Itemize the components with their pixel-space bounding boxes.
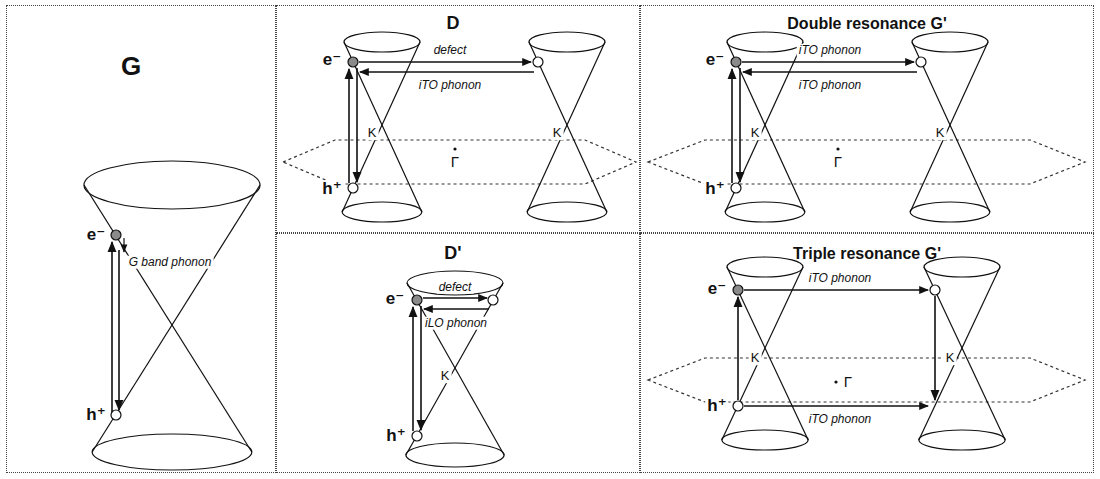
gamma-point-label: Γ xyxy=(449,154,461,170)
process-label: defect xyxy=(437,281,474,294)
gamma-point-label: Γ xyxy=(842,374,854,390)
k-point-label: K xyxy=(366,126,379,140)
brillouin-plane xyxy=(648,358,1085,402)
panel-title: D' xyxy=(444,244,461,264)
transition-arrow xyxy=(359,61,531,62)
electron-dot xyxy=(412,295,422,305)
carrier-label: h⁺ xyxy=(320,180,343,198)
transition-arrow xyxy=(742,61,914,62)
hole-dot xyxy=(488,295,498,305)
transition-arrow xyxy=(360,71,534,72)
dirac-cone xyxy=(84,161,260,470)
diagram-panel: D xyxy=(276,5,640,233)
process-label: iTO phonon xyxy=(807,272,874,285)
process-label: defect xyxy=(432,44,469,57)
k-point-label: K xyxy=(749,351,762,365)
hole-dot xyxy=(533,57,543,67)
hole-dot xyxy=(412,431,422,441)
transition-arrow xyxy=(737,297,739,400)
k-point-label: K xyxy=(551,126,564,140)
carrier-label: h⁺ xyxy=(84,406,107,424)
transition-arrow xyxy=(423,297,487,298)
k-point-label: K xyxy=(439,369,452,383)
transition-arrow xyxy=(348,69,350,183)
transition-arrow xyxy=(743,71,917,72)
process-label: iTO phonon xyxy=(797,44,864,57)
transition-arrow xyxy=(744,289,928,290)
gamma-point xyxy=(453,147,456,150)
panel-title: Triple resonance G' xyxy=(793,245,941,263)
panel-title: D xyxy=(447,14,460,34)
dirac-cone xyxy=(910,32,990,222)
carrier-label: h⁺ xyxy=(703,180,726,198)
brillouin-plane xyxy=(283,140,636,184)
electron-dot xyxy=(733,285,743,295)
diagram-panel: D' xyxy=(276,233,640,473)
process-label: iTO phonon xyxy=(807,413,874,426)
carrier-label: h⁺ xyxy=(705,397,728,415)
dirac-cone xyxy=(725,32,805,222)
panel-title: Double resonance G' xyxy=(787,15,946,33)
transition-arrow xyxy=(934,296,936,400)
k-point-label: K xyxy=(934,126,947,140)
dirac-cone xyxy=(527,32,607,222)
hole-dot xyxy=(930,285,940,295)
dirac-cone xyxy=(919,257,1005,450)
brillouin-plane xyxy=(648,140,1085,184)
diagram-panel: Double resonance G' xyxy=(640,5,1094,233)
process-label: iTO phonon xyxy=(417,79,484,92)
carrier-label: h⁺ xyxy=(384,427,407,445)
transition-arrow xyxy=(118,250,120,410)
process-label: G band phonon xyxy=(127,256,214,269)
hole-dot xyxy=(733,401,743,411)
panel-title: G xyxy=(121,52,141,81)
dirac-cone xyxy=(722,257,808,450)
hole-dot xyxy=(348,183,358,193)
hole-dot xyxy=(731,183,741,193)
transition-arrow xyxy=(123,238,124,252)
transition-arrow xyxy=(420,306,422,430)
gamma-point-label: Γ xyxy=(832,154,844,170)
dirac-cone xyxy=(406,271,504,467)
transition-arrow xyxy=(356,68,358,182)
electron-dot xyxy=(348,57,358,67)
hole-dot xyxy=(111,410,121,420)
transition-arrow xyxy=(739,68,741,182)
process-label: iLO phonon xyxy=(423,317,489,330)
carrier-label: e⁻ xyxy=(321,51,343,69)
transition-arrow xyxy=(744,405,928,406)
electron-dot xyxy=(731,57,741,67)
k-point-label: K xyxy=(944,351,957,365)
gamma-point xyxy=(836,147,839,150)
transition-arrow xyxy=(731,69,733,183)
carrier-label: e⁻ xyxy=(704,51,726,69)
dirac-cone xyxy=(342,32,422,222)
diagram-panel: G xyxy=(6,5,276,473)
transition-arrow xyxy=(424,308,489,309)
transition-arrow xyxy=(412,307,414,431)
electron-dot xyxy=(111,230,121,240)
carrier-label: e⁻ xyxy=(85,226,107,244)
carrier-label: e⁻ xyxy=(706,280,728,298)
gamma-point xyxy=(834,380,837,383)
hole-dot xyxy=(916,57,926,67)
carrier-label: e⁻ xyxy=(384,290,406,308)
k-point-label: K xyxy=(749,126,762,140)
diagram-panel: Triple resonance G' xyxy=(640,233,1094,473)
transition-arrow xyxy=(111,242,113,412)
process-label: iTO phonon xyxy=(797,79,864,92)
